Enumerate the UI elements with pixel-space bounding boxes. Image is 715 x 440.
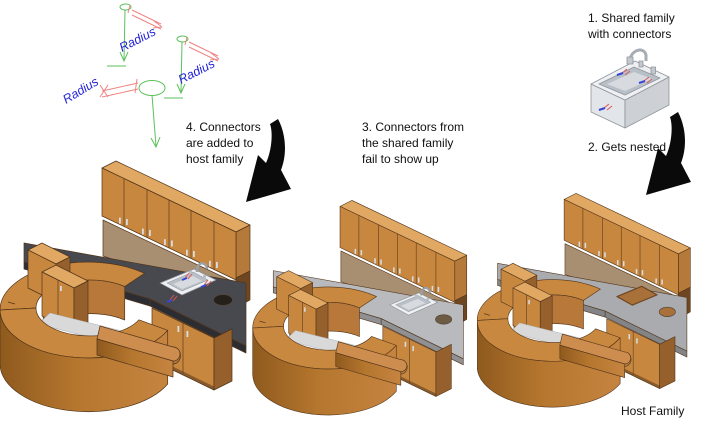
note-line: are added to [186, 136, 254, 150]
radius-label: Radius [117, 25, 158, 55]
note-line: host family [186, 152, 244, 166]
note-line: 3. Connectors from [362, 120, 465, 134]
note-line: 4. Connectors [186, 120, 261, 134]
connector-radius-symbol-3: Radius [60, 75, 166, 149]
note-step4: 4. Connectors are added to host family [186, 119, 261, 167]
note-line: 1. Shared family [588, 11, 675, 25]
note-line: fail to show up [362, 152, 439, 166]
note-line: with connectors [588, 27, 672, 41]
note-step1: 1. Shared family with connectors [588, 10, 675, 42]
note-line: the shared family [362, 136, 454, 150]
radius-label: Radius [60, 75, 101, 107]
kitchen-render-final [0, 150, 260, 440]
kitchen-render-host [477, 184, 699, 433]
radius-label: Radius [176, 57, 217, 87]
sink-3d-graphic [590, 48, 670, 129]
connector-radius-symbol-1: Radius [107, 3, 163, 67]
kitchen-render-nested [252, 191, 476, 440]
host-family-label: Host Family [621, 404, 685, 418]
note-step2: 2. Gets nested [588, 140, 667, 154]
note-step3: 3. Connectors from the shared family fai… [362, 119, 464, 167]
connector-radius-symbol-2: Radius [164, 35, 220, 99]
